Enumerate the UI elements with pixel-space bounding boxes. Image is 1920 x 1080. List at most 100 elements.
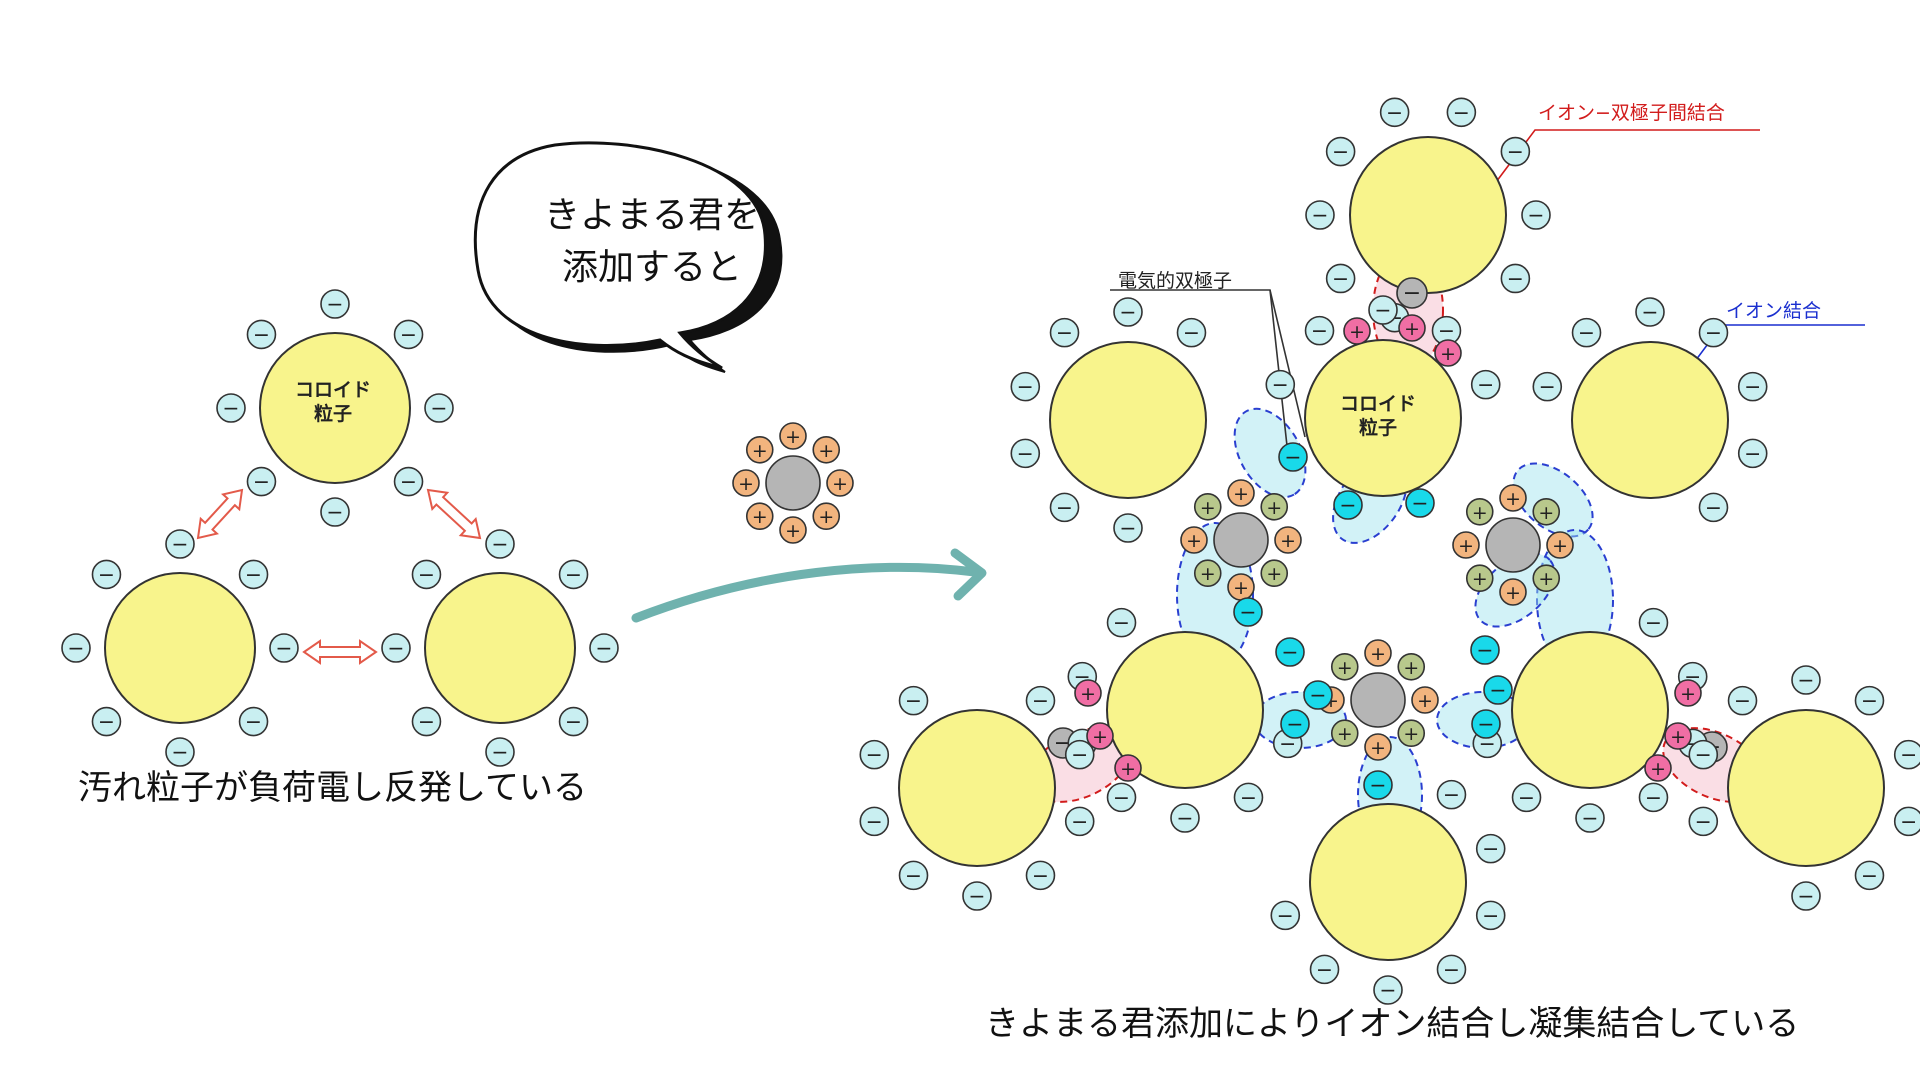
negative-ion: −	[411, 559, 442, 590]
ion-circle	[1086, 722, 1114, 750]
negative-ion: −	[1275, 637, 1305, 667]
ion-circle	[91, 559, 122, 590]
colloid-label-right: コロイド 粒子	[1323, 392, 1433, 440]
ion-circle	[1364, 733, 1392, 761]
ion-circle	[1368, 295, 1398, 325]
ion-circle	[1049, 492, 1080, 523]
negative-ion: −	[1500, 136, 1531, 167]
negative-ion: −	[411, 706, 442, 737]
negative-ion: −	[898, 860, 929, 891]
additive-core	[765, 455, 821, 511]
negative-ion: −	[320, 497, 350, 527]
plus-sign: +	[1200, 564, 1216, 585]
negative-ion: −	[1025, 685, 1056, 716]
minus-sign: −	[492, 532, 509, 556]
negative-ion: −	[1373, 975, 1403, 1005]
negative-ion: −	[1727, 685, 1758, 716]
negative-ion: −	[246, 466, 277, 497]
positive-ion: +	[1397, 652, 1426, 681]
positive-ion: +	[1411, 686, 1439, 714]
ion-bond-region	[1233, 407, 1307, 499]
ion-circle	[1436, 954, 1467, 985]
ion-circle	[411, 706, 442, 737]
negative-ion: −	[1106, 607, 1137, 638]
minus-sign: −	[596, 636, 613, 660]
positive-ion: +	[745, 502, 774, 531]
ion-circle	[1500, 136, 1531, 167]
process-arrow-line	[631, 562, 980, 623]
minus-sign: −	[866, 743, 883, 767]
minus-sign: −	[1507, 266, 1524, 290]
repel-arrow-shape	[302, 639, 378, 665]
ion-circle	[1398, 314, 1426, 342]
plus-sign: +	[785, 521, 801, 542]
plus-sign: +	[1266, 564, 1282, 585]
minus-sign: −	[400, 470, 417, 494]
plus-sign: +	[832, 474, 848, 495]
positive-ion: +	[826, 469, 854, 497]
minus-sign: −	[1582, 806, 1599, 830]
positive-ion: +	[1227, 479, 1255, 507]
negative-ion: −	[91, 559, 122, 590]
ion-circle	[1379, 97, 1410, 128]
negative-ion: −	[1511, 782, 1542, 813]
minus-sign: −	[565, 562, 582, 586]
positive-ion: +	[1330, 652, 1359, 681]
minus-sign: −	[327, 292, 344, 316]
ion-circle	[1233, 782, 1264, 813]
ion-circle	[1436, 779, 1467, 810]
ion-circle	[1698, 317, 1729, 348]
negative-ion: −	[1470, 369, 1501, 400]
negative-ion: −	[1270, 900, 1301, 931]
positive-ion: +	[1114, 754, 1142, 782]
negative-ion: −	[1064, 739, 1095, 770]
plus-sign: +	[1505, 489, 1521, 510]
speech-bubble-text: きよまる君を 添加すると	[522, 190, 782, 294]
positive-ion: +	[1260, 559, 1289, 588]
repel-arrow	[302, 639, 378, 665]
ion-circle	[1260, 492, 1289, 521]
negative-ion: −	[61, 633, 91, 663]
plus-sign: +	[1552, 536, 1568, 557]
ion-circle	[1674, 679, 1702, 707]
negative-ion: −	[1010, 371, 1041, 402]
negative-ion: −	[393, 466, 424, 497]
speech-bubble-line2: 添加すると	[561, 247, 742, 288]
ion-circle	[826, 469, 854, 497]
colloid-particle	[1304, 339, 1462, 497]
minus-sign: −	[1277, 903, 1294, 927]
ion-circle	[1280, 709, 1310, 739]
minus-sign: −	[253, 322, 270, 346]
minus-sign: −	[172, 532, 189, 556]
minus-sign: −	[98, 710, 115, 734]
ion-circle	[1446, 97, 1477, 128]
arrows	[196, 488, 987, 665]
minus-sign: −	[327, 500, 344, 524]
minus-sign: −	[1642, 300, 1659, 324]
minus-sign: −	[1287, 712, 1304, 736]
additive-core	[1350, 672, 1406, 728]
ion-circle	[1532, 371, 1563, 402]
positive-ion: +	[812, 435, 841, 464]
negative-ion: −	[1436, 779, 1467, 810]
negative-ion: −	[1405, 488, 1435, 518]
minus-sign: −	[1032, 863, 1049, 887]
negative-ion: −	[1737, 438, 1768, 469]
plus-sign: +	[1349, 322, 1365, 343]
minus-sign: −	[1645, 611, 1662, 635]
minus-sign: −	[1645, 785, 1662, 809]
ion-circle	[1499, 578, 1527, 606]
minus-sign: −	[418, 562, 435, 586]
negative-ion: −	[1233, 597, 1263, 627]
plus-sign: +	[818, 441, 834, 462]
ion-circle	[1325, 136, 1356, 167]
ion-circle	[91, 706, 122, 737]
positive-ion: +	[1193, 559, 1222, 588]
ion-circle	[320, 289, 350, 319]
negative-ion: −	[165, 529, 195, 559]
negative-ion: −	[1688, 739, 1719, 770]
ion-circle	[1638, 782, 1669, 813]
negative-ion: −	[1170, 803, 1200, 833]
ion-circle	[732, 469, 760, 497]
minus-sign: −	[565, 710, 582, 734]
